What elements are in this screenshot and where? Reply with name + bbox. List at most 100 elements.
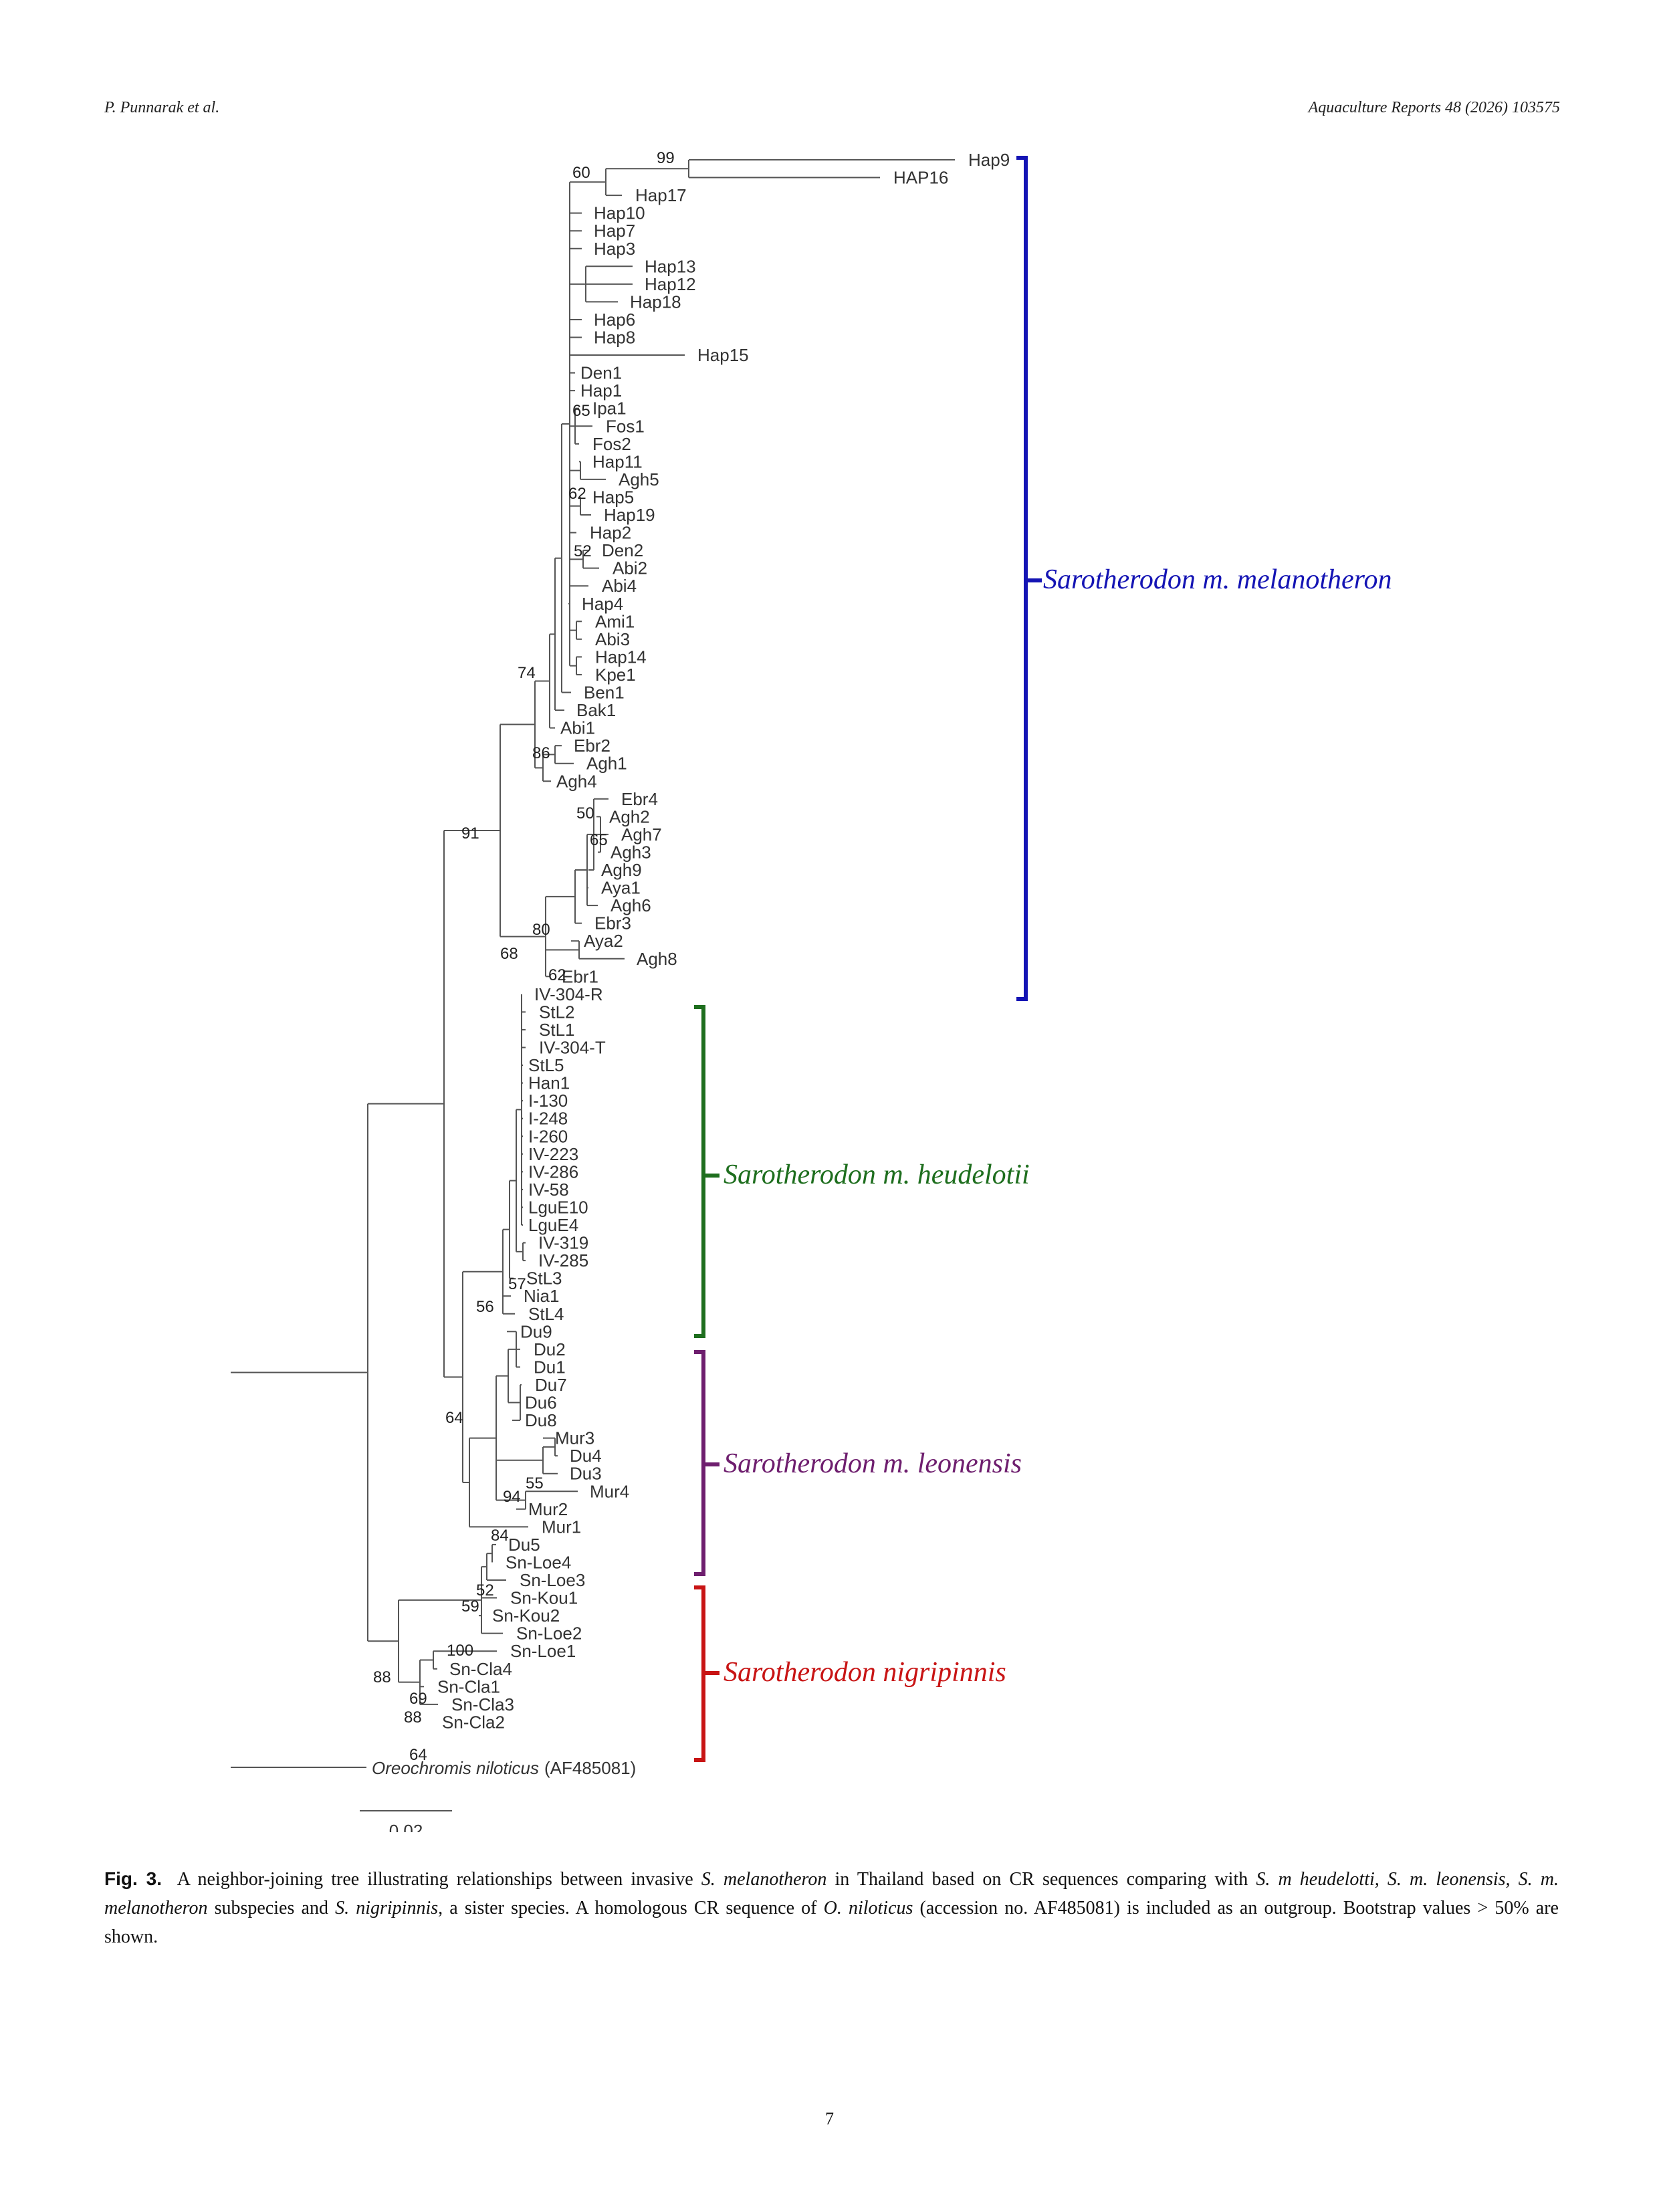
clade-labels: Sarotherodon m. melanotheronSarotherodon… xyxy=(724,564,1392,1688)
leaf-label: StL4 xyxy=(528,1304,564,1324)
leaf-label: I-248 xyxy=(528,1109,568,1129)
leaf-label: IV-304-R xyxy=(534,984,603,1004)
leaf-label: Han1 xyxy=(528,1073,570,1093)
leaf-label: Nia1 xyxy=(524,1286,559,1306)
outgroup-species: Oreochromis niloticus xyxy=(372,1758,539,1778)
bootstrap-value: 55 xyxy=(526,1474,544,1492)
leaf-label: Hap11 xyxy=(592,451,643,471)
bootstrap-value: 65 xyxy=(590,831,608,849)
leaf-label: Ebr2 xyxy=(574,736,611,756)
bootstrap-value: 62 xyxy=(548,966,566,984)
bootstrap-value: 50 xyxy=(576,804,594,822)
leaf-label: IV-304-T xyxy=(539,1038,606,1058)
leaf-label: Sn-Loe4 xyxy=(506,1552,571,1572)
leaf-label: Du8 xyxy=(525,1410,557,1430)
bootstrap-value: 52 xyxy=(476,1581,494,1599)
leaf-label: Sn-Kou1 xyxy=(510,1588,578,1608)
leaf-label: Hap14 xyxy=(595,647,647,667)
leaf-label: StL5 xyxy=(528,1055,564,1075)
outgroup-label: Oreochromis niloticus(AF485081) xyxy=(372,1758,636,1778)
leaf-label: Fos1 xyxy=(606,416,645,436)
leaf-label: Hap4 xyxy=(582,594,623,614)
bootstrap-value: 60 xyxy=(572,164,590,182)
leaf-label: LguE10 xyxy=(528,1197,588,1217)
leaf-label: Sn-Cla3 xyxy=(451,1694,514,1715)
caption-text-2: in Thailand based on CR sequences compar… xyxy=(826,1869,1256,1890)
leaf-label: Kpe1 xyxy=(595,665,636,685)
leaf-label: Du5 xyxy=(508,1535,540,1555)
leaf-label: Aya1 xyxy=(601,878,641,898)
leaf-label: Hap6 xyxy=(594,310,635,330)
leaf-label: I-130 xyxy=(528,1091,568,1111)
leaf-label: StL3 xyxy=(526,1268,562,1289)
clade-bracket xyxy=(694,1350,720,1576)
leaf-label: Hap15 xyxy=(697,345,749,365)
clade-label: Sarotherodon m. heudelotii xyxy=(724,1159,1030,1190)
bootstrap-value: 91 xyxy=(461,824,479,843)
clade-label: Sarotherodon nigripinnis xyxy=(724,1657,1006,1688)
clade-label: Sarotherodon m. melanotheron xyxy=(1043,564,1392,595)
caption-italic-2: S. m heudelotti, S. m. leonensis, S. m. … xyxy=(104,1869,1559,1918)
clade-bracket xyxy=(694,1005,720,1338)
leaf-label: Mur3 xyxy=(555,1428,594,1448)
bootstrap-value: 69 xyxy=(409,1690,427,1708)
caption-text-1: A neighbor-joining tree illustrating rel… xyxy=(177,1869,701,1890)
leaf-label: Hap2 xyxy=(590,523,631,543)
bootstrap-value: 59 xyxy=(461,1597,479,1616)
leaf-label: Hap3 xyxy=(594,239,635,259)
leaf-label: IV-58 xyxy=(528,1180,569,1200)
page-number: 7 xyxy=(825,2109,834,2128)
bootstrap-value: 94 xyxy=(503,1488,521,1506)
bootstrap-value: 65 xyxy=(572,402,590,420)
leaf-label: Sn-Loe2 xyxy=(516,1624,582,1644)
leaf-label: Mur1 xyxy=(542,1517,581,1537)
leaf-label: Agh4 xyxy=(556,771,597,791)
leaf-label: Sn-Kou2 xyxy=(492,1606,560,1626)
leaf-label: Ami1 xyxy=(595,611,635,631)
leaf-label: Hap1 xyxy=(580,380,622,401)
bootstrap-value: 84 xyxy=(491,1527,509,1545)
leaf-label: Aya2 xyxy=(584,931,623,951)
leaf-label: Mur2 xyxy=(528,1499,568,1519)
bootstrap-value: 86 xyxy=(532,744,550,762)
leaf-label: Agh5 xyxy=(619,469,659,489)
leaf-label: Hap9 xyxy=(968,150,1010,170)
leaf-label: StL1 xyxy=(539,1020,575,1040)
leaf-label: Ben1 xyxy=(584,683,625,703)
caption-text-3: subspecies and xyxy=(207,1898,336,1918)
leaf-label: IV-223 xyxy=(528,1144,578,1164)
leaf-label: Agh3 xyxy=(611,842,651,862)
outgroup-accession: (AF485081) xyxy=(544,1758,636,1778)
leaf-label: Den1 xyxy=(580,363,622,383)
leaf-label: Mur4 xyxy=(590,1481,629,1501)
bootstrap-value: 74 xyxy=(518,664,536,682)
leaf-label: Hap5 xyxy=(592,487,634,507)
svg-text:Oreochromis niloticus(AF485081: Oreochromis niloticus(AF485081) xyxy=(372,1758,636,1778)
leaf-label: Hap13 xyxy=(645,256,696,276)
bootstrap-value: 80 xyxy=(532,921,550,939)
clade-bracket xyxy=(694,1585,720,1762)
bootstrap-value: 68 xyxy=(500,945,518,963)
tree-branches xyxy=(231,159,955,1768)
leaf-label: Ebr1 xyxy=(562,966,598,986)
bootstrap-value: 88 xyxy=(404,1708,422,1727)
leaf-label: Ebr4 xyxy=(621,789,658,809)
caption-italic-4: O. niloticus xyxy=(823,1898,913,1918)
bootstrap-values: 9960656252748691506580686257566455948452… xyxy=(373,149,675,1764)
leaf-label: Hap8 xyxy=(594,328,635,348)
leaf-label: Agh9 xyxy=(601,860,642,880)
leaf-label: Hap10 xyxy=(594,203,645,223)
leaf-label: I-260 xyxy=(528,1126,568,1146)
leaf-label: Fos2 xyxy=(592,434,631,454)
scale-bar: 0.02 xyxy=(360,1810,452,1832)
bootstrap-value: 64 xyxy=(409,1746,427,1764)
leaf-label: Hap19 xyxy=(604,505,655,525)
caption-text-5: (accession no. AF485081) is included as … xyxy=(104,1898,1559,1947)
leaf-label: Du4 xyxy=(570,1446,602,1466)
leaf-label: Sn-Loe3 xyxy=(520,1570,585,1590)
leaf-label: Abi2 xyxy=(613,558,647,578)
scale-bar-label: 0.02 xyxy=(389,1821,423,1832)
leaf-label: Ebr3 xyxy=(594,913,631,933)
figure-caption: Fig. 3. A neighbor-joining tree illustra… xyxy=(104,1864,1559,1951)
bootstrap-value: 100 xyxy=(447,1642,473,1660)
